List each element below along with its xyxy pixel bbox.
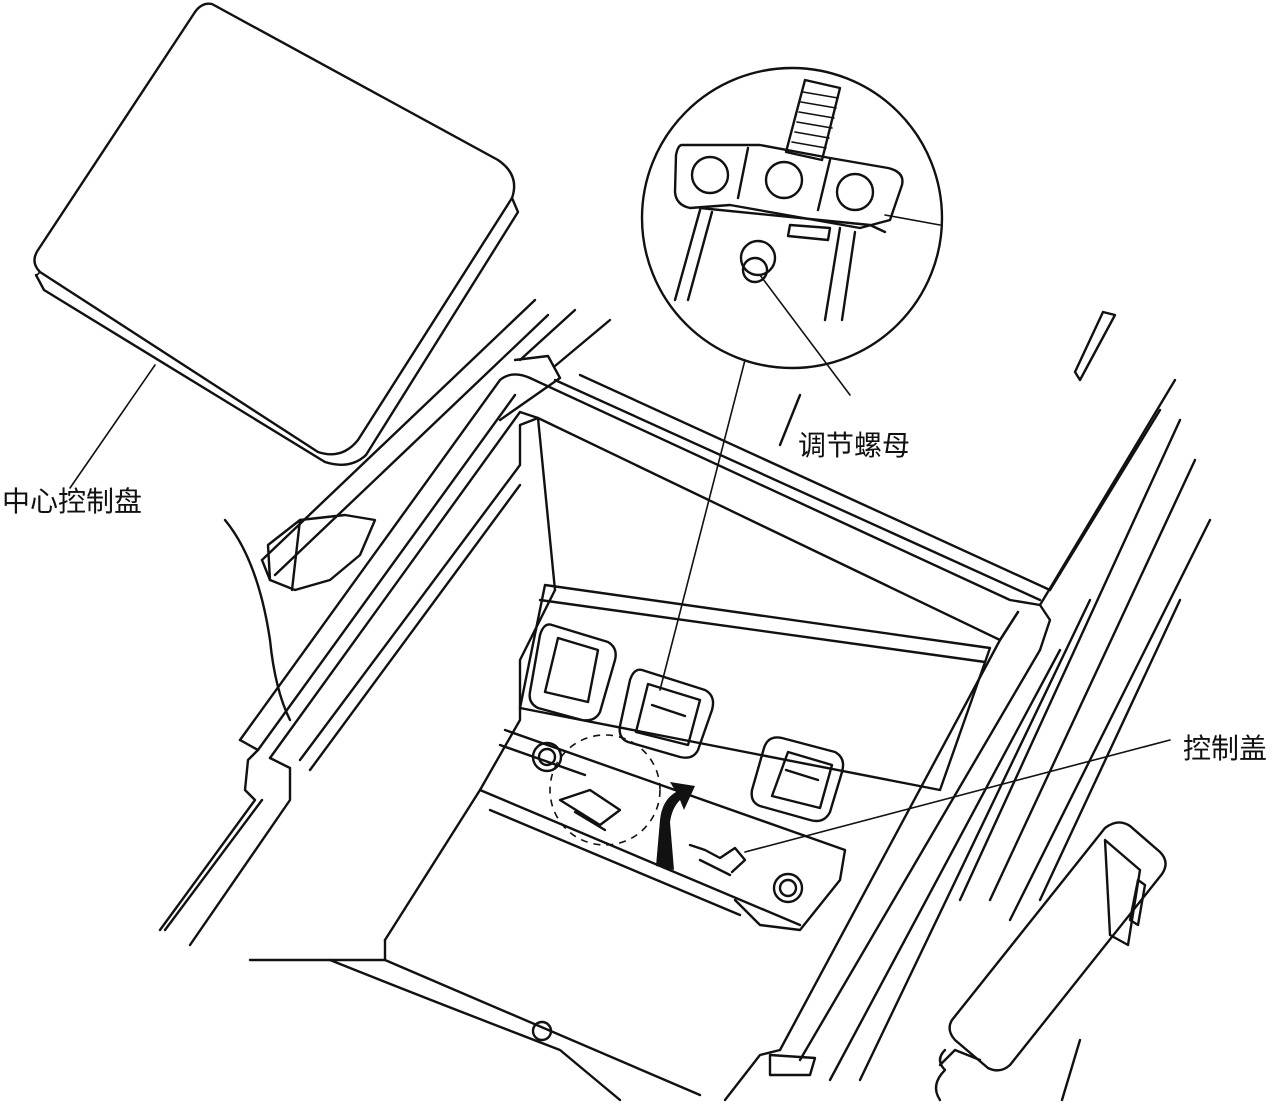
switch-panel-drawing <box>498 583 992 932</box>
label-center-console-panel: 中心控制盘 <box>2 485 143 518</box>
leader-lines <box>69 274 1171 853</box>
handle-drawing <box>934 821 1167 1102</box>
console-lid-drawing <box>33 2 520 466</box>
label-adjusting-nut: 调节螺母 <box>798 429 911 462</box>
label-control-cover: 控制盖 <box>1183 732 1268 765</box>
nut-detail-drawing <box>640 66 944 370</box>
console-body-drawing <box>158 298 1212 1102</box>
